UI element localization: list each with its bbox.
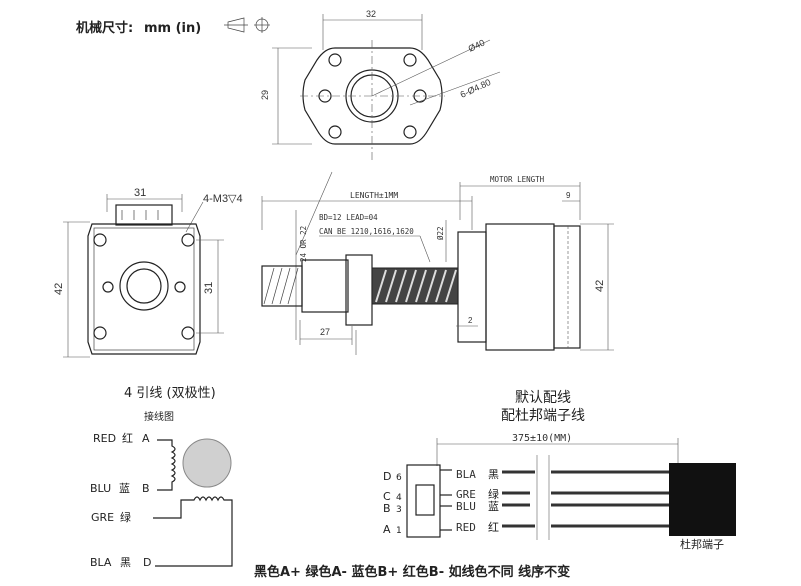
wiring-subtitle: 接线图 (144, 410, 174, 423)
wire-pin-d: D (143, 556, 151, 569)
flange-view: 32 29 Ø40 6-Ø4.80 (260, 9, 501, 160)
wire-cn-blu: 蓝 (119, 482, 130, 495)
side-dim-9: 9 (566, 191, 571, 200)
connector-housing (406, 464, 441, 538)
wire-code-gre: GRE (91, 511, 114, 524)
wire-label-blu: BLU (456, 500, 476, 513)
wire-code-red: RED (93, 432, 116, 445)
side-length-label: LENGTH±1MM (350, 191, 398, 200)
side-dim-27: 27 (320, 327, 330, 337)
row-letter-c: C (383, 490, 391, 503)
header-units: mm (in) (144, 21, 201, 36)
wiring-title: 4 引线 (双极性) (124, 386, 216, 401)
flange-dim-height: 29 (260, 90, 270, 100)
wire-label-gre-cn: 绿 (488, 487, 499, 501)
front-dim-screw: 4-M3▽4 (203, 193, 243, 205)
header-title: 机械尺寸: (76, 20, 133, 36)
side-dim-22: Ø22 (436, 226, 445, 240)
side-dim-2: 2 (468, 316, 473, 325)
rotor-icon (182, 438, 232, 488)
dupont-terminal (669, 463, 736, 536)
front-view: 31 4-M3▽4 42 31 (53, 187, 243, 358)
front-dim-height-right: 31 (203, 282, 215, 294)
front-dim-width: 31 (134, 187, 146, 199)
crosshair-icon (254, 17, 270, 33)
connector-diagram: 默认配线 配杜邦端子线 375±10(MM) D 6 C 4 B 3 A 1 B… (383, 390, 736, 551)
wire-label-gre: GRE (456, 488, 476, 501)
wire-pin-a: A (142, 432, 150, 445)
side-view: LENGTH±1MM MOTOR LENGTH 9 BD=12 LEAD=04 … (261, 171, 614, 355)
row-letter-d: D (383, 470, 391, 483)
wire-label-red: RED (456, 521, 476, 534)
coil-a-icon (157, 439, 176, 491)
row-num-3: 3 (396, 505, 402, 515)
side-motor-length: MOTOR LENGTH (490, 175, 545, 184)
side-spec-line1: BD=12 LEAD=04 (319, 213, 378, 222)
wire-label-bla-cn: 黑 (488, 468, 499, 481)
row-num-6: 6 (396, 473, 402, 483)
wire-code-bla: BLA (90, 556, 112, 569)
wire-pin-b: B (142, 482, 150, 495)
row-letter-b: B (383, 502, 391, 515)
footer-note: 黑色A+ 绿色A- 蓝色B+ 红色B- 如线色不同 线序不变 (254, 564, 570, 580)
wire-cn-red: 红 (122, 432, 133, 445)
flange-dim-diameter: Ø40 (467, 38, 487, 54)
side-spec-line2: CAN BE 1210,1616,1620 (319, 227, 414, 236)
side-dim-24or22: 24 OR 22 (299, 226, 308, 262)
wire-label-blu-cn: 蓝 (488, 500, 499, 513)
wiring-diagram: 4 引线 (双极性) 接线图 RED 红 A BLU 蓝 B GRE 绿 BLA… (90, 386, 233, 569)
connector-title1: 默认配线 (515, 390, 571, 406)
connector-title2: 配杜邦端子线 (501, 408, 585, 424)
row-letter-a: A (383, 523, 391, 536)
coil-b-icon (153, 496, 233, 567)
flange-dim-width: 32 (366, 9, 376, 19)
wire-cn-bla: 黑 (120, 556, 131, 569)
wire-label-bla: BLA (456, 468, 476, 481)
projection-symbol-icon (224, 17, 248, 33)
wire-label-red-cn: 红 (488, 521, 499, 534)
terminal-label: 杜邦端子 (680, 537, 724, 551)
front-dim-height-left: 42 (53, 283, 65, 295)
wire-code-blu: BLU (90, 482, 111, 495)
wire-cn-gre: 绿 (120, 510, 131, 524)
row-num-1: 1 (396, 526, 402, 536)
side-dim-42: 42 (594, 280, 606, 292)
flange-dim-holes: 6-Ø4.80 (459, 77, 493, 100)
row-num-4: 4 (396, 493, 402, 503)
connector-length: 375±10(MM) (512, 433, 572, 444)
